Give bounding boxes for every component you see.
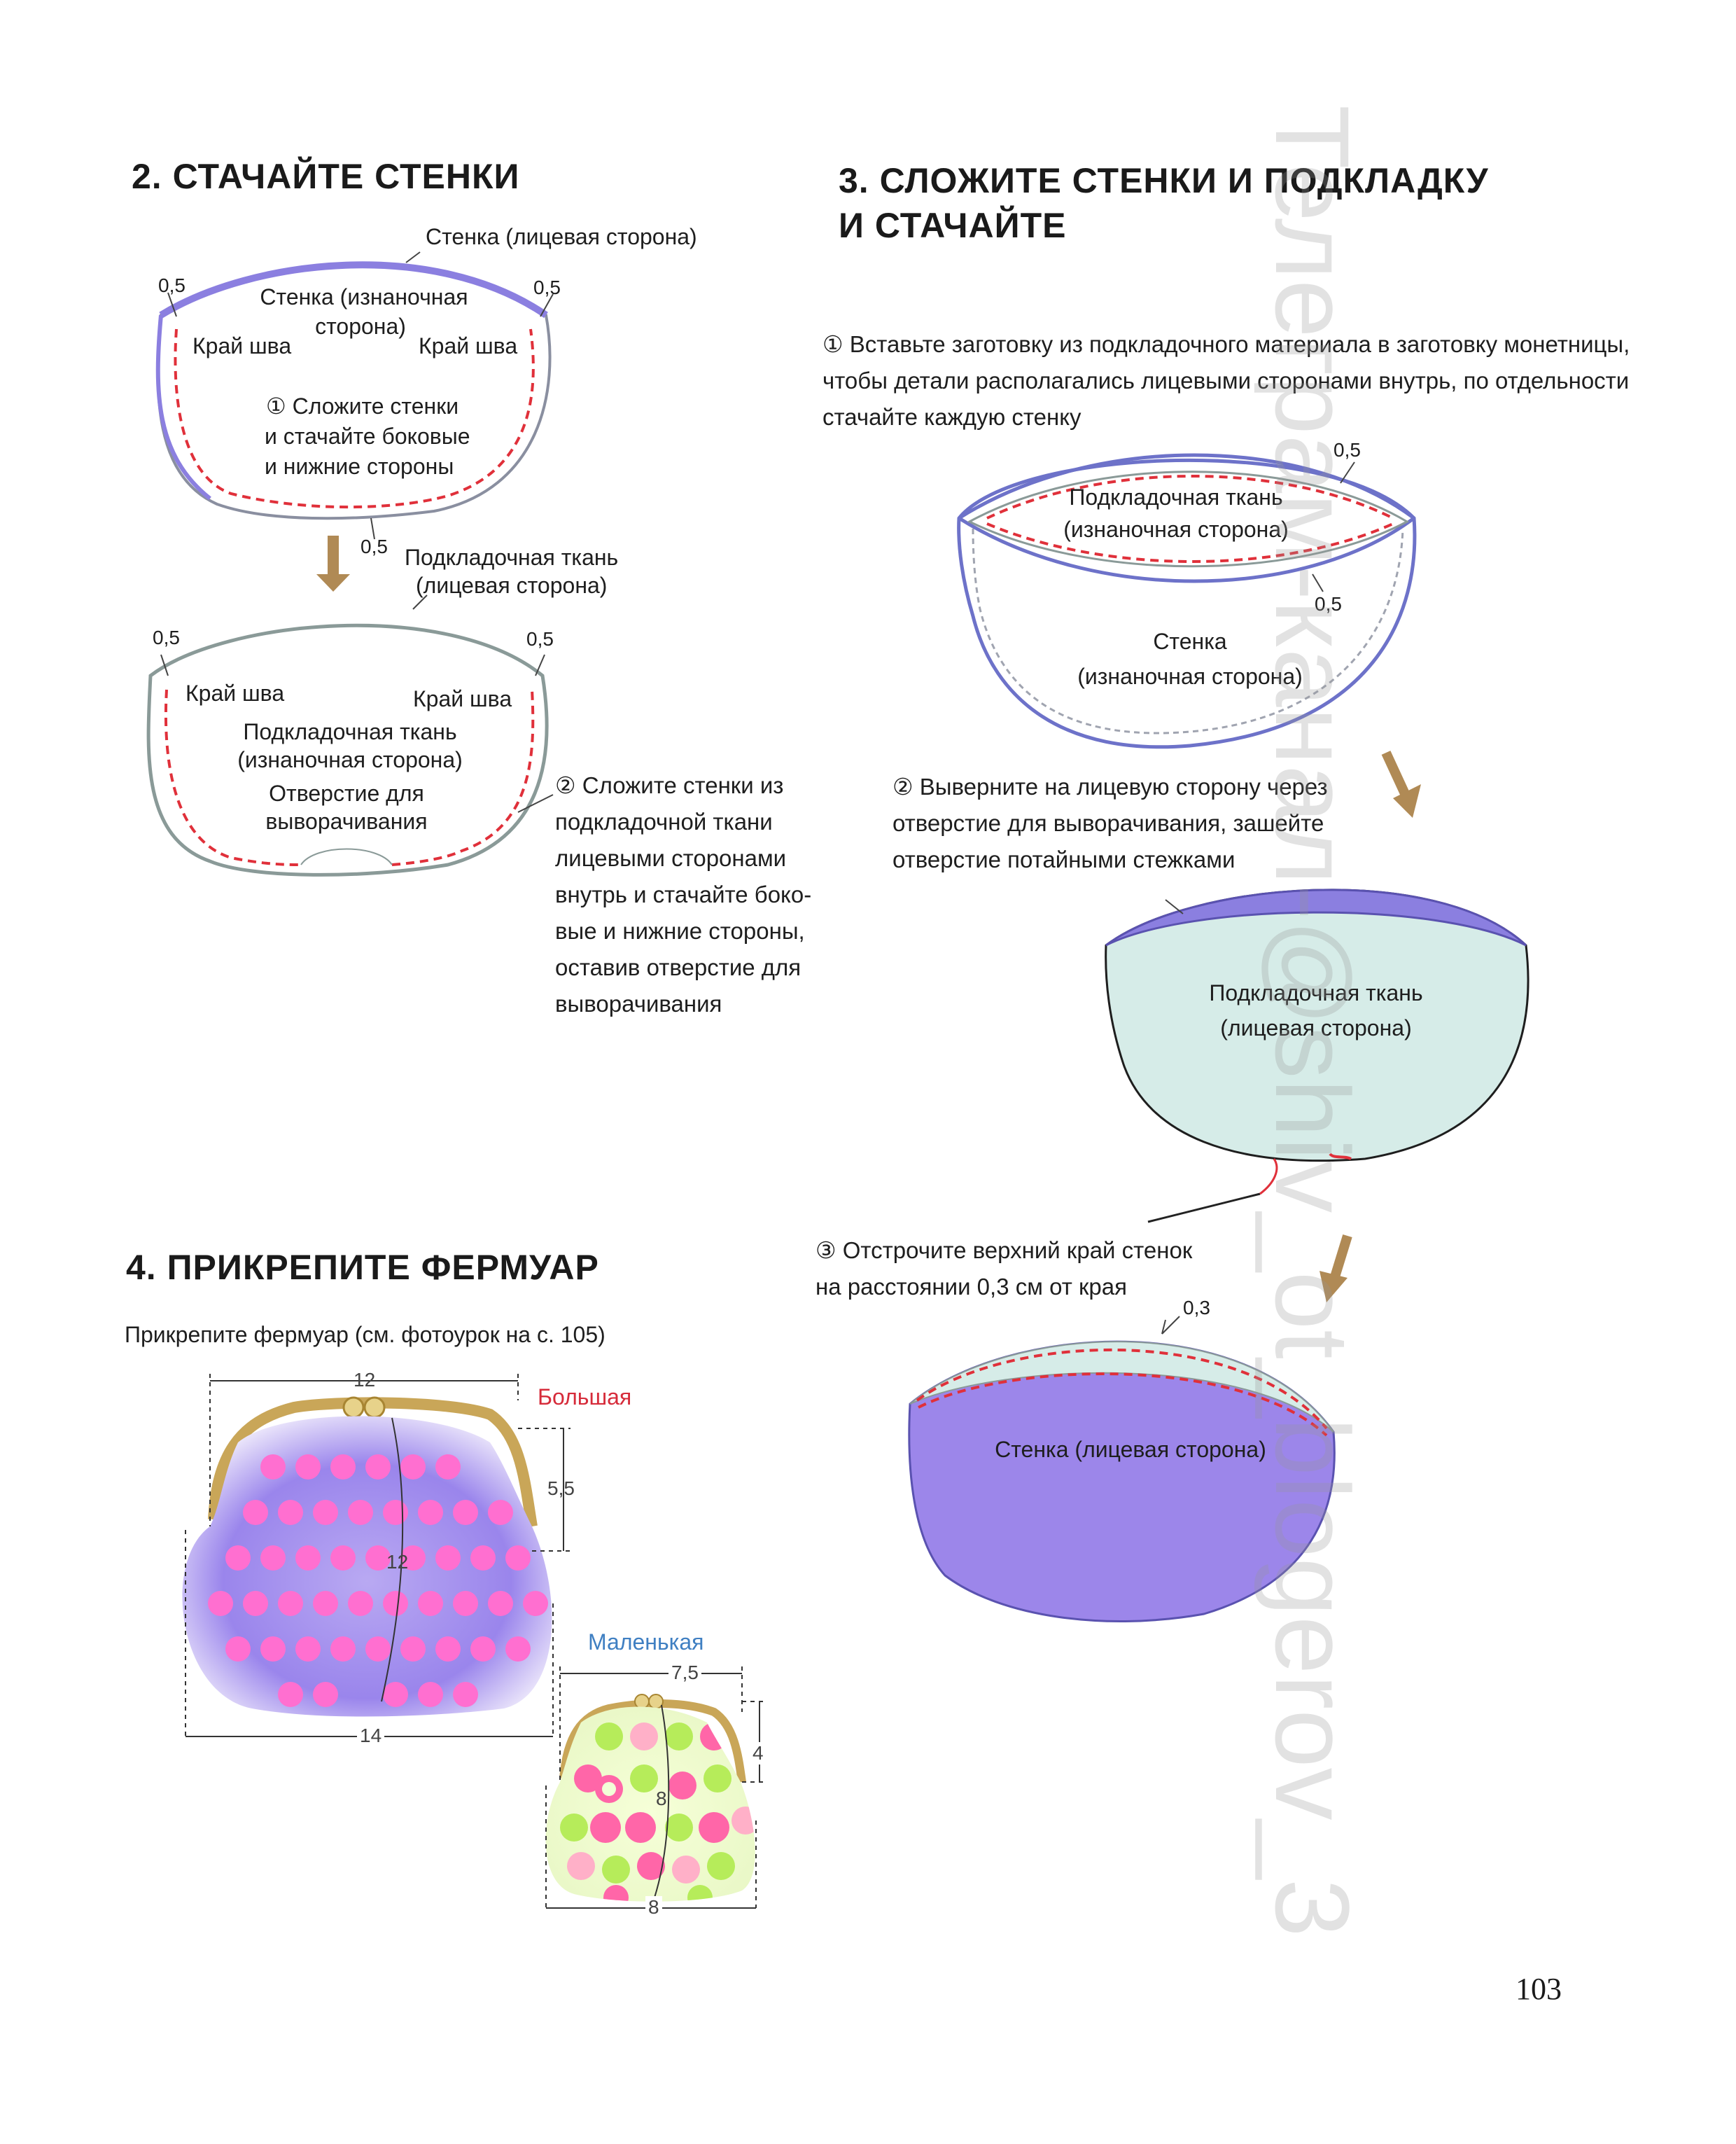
small-purse-height: 8 [656, 1788, 667, 1809]
lining-back-label-line2: (изнаночная сторона) [237, 747, 463, 772]
step2-instruction1-line3: и нижние стороны [265, 454, 454, 479]
page-number: 103 [1516, 1972, 1562, 2006]
step2-instruction1-line2: и стачайте боковые [265, 424, 470, 449]
seam-allowance-left: 0,5 [158, 274, 186, 296]
wall-left-purple-edge [155, 314, 211, 501]
seam-edge-right2: Край шва [413, 686, 512, 711]
turned-purple-top [1105, 889, 1527, 947]
seam-allowance-right: 0,5 [533, 277, 561, 298]
step3-wall-face-label: Стенка (лицевая сторона) [995, 1437, 1266, 1462]
seam-edge-right: Край шва [419, 333, 518, 359]
step2-wall-diagram [155, 251, 554, 540]
big-purse-frame-height: 5,5 [547, 1477, 575, 1499]
step3-instruction2-line2: отверстие для выворачивания, зашейте [892, 810, 1324, 836]
step3-heading-line2: И СТАЧАЙТЕ [839, 206, 1067, 245]
step3-arrow-2 [1320, 1234, 1352, 1302]
step2-instruction2-line2: подкладочной ткани [555, 809, 773, 835]
step3-arrow-1 [1381, 751, 1421, 818]
step2-instruction2-line3: лицевыми сторонами [555, 845, 787, 871]
step3-instruction1-line2: чтобы детали располагались лицевыми стор… [822, 368, 1630, 394]
step3-instruction3-line1: ③ Отстрочите верхний край стенок [816, 1237, 1193, 1263]
opening-label-line1: Отверстие для [269, 781, 424, 806]
step3-seam-allowance-mid: 0,5 [1315, 593, 1342, 615]
step3-lining-face-line1: Подкладочная ткань [1209, 980, 1423, 1005]
stitch-back [986, 475, 1394, 520]
big-purse-top-width: 12 [354, 1369, 376, 1391]
big-purse-label: Большая [538, 1384, 632, 1409]
seam-edge-left2: Край шва [186, 681, 285, 706]
small-purse-bottom-width: 8 [645, 1896, 662, 1919]
step3-lining-face-line2: (лицевая сторона) [1220, 1015, 1412, 1040]
wall-stitch-line [174, 328, 535, 509]
step3-topstitch-allowance: 0,3 [1183, 1297, 1210, 1318]
seam-allowance-right2: 0,5 [526, 628, 554, 650]
small-purse-center-line [654, 1704, 670, 1898]
small-purse [545, 1694, 755, 1902]
seam-edge-left: Край шва [192, 333, 292, 359]
step3-heading-line1: 3. СЛОЖИТЕ СТЕНКИ И ПОДКЛАДКУ [839, 161, 1489, 200]
topstitch-line-2 [918, 1372, 1328, 1437]
opening-label-line2: выворачивания [265, 809, 428, 834]
small-purse-top-width: 7,5 [668, 1662, 701, 1684]
step3-inserted-diagram [957, 453, 1417, 749]
step2-instruction2-line7: выворачивания [555, 991, 722, 1017]
small-purse-label: Маленькая [588, 1629, 704, 1655]
step3-instruction2-line3: отверстие потайными стежками [892, 847, 1236, 872]
big-purse-bottom-width: 14 [357, 1725, 385, 1747]
big-purse-height: 12 [386, 1551, 409, 1573]
step2-instruction1-line1: ① Сложите стенки [266, 394, 459, 419]
step3-wall-label-line1: Стенка [1153, 629, 1227, 654]
step3-seam-allowance-top: 0,5 [1334, 439, 1361, 461]
step2-lining-diagram [146, 594, 554, 877]
step4-subtitle: Прикрепите фермуар (см. фотоурок на с. 1… [125, 1322, 606, 1347]
stitch-front [986, 522, 1394, 563]
seam-allowance-left2: 0,5 [153, 627, 180, 648]
step2-heading: 2. СТАЧАЙТЕ СТЕНКИ [132, 157, 520, 196]
lining-face-label-line2: (лицевая сторона) [416, 573, 608, 598]
wall-face-label: Стенка (лицевая сторона) [426, 224, 697, 249]
big-purse-center-line [381, 1417, 404, 1702]
wall-top-purple-edge [159, 261, 548, 319]
step3-instruction1-line3: стачайте каждую стенку [822, 404, 1082, 430]
step3-instruction1-line1: ① Вставьте заготовку из подкладочного ма… [822, 331, 1630, 357]
back-flap [958, 453, 1415, 520]
step3-wall-label-line2: (изнаночная сторона) [1077, 664, 1303, 689]
step2-instruction2-line5: вые и нижние стороны, [555, 918, 805, 944]
step2-down-arrow [316, 536, 350, 592]
step3-topstitch-diagram [908, 1316, 1336, 1622]
step3-lining-back-line2: (изнаночная сторона) [1063, 517, 1289, 542]
lining-face-label-line1: Подкладочная ткань [405, 545, 619, 570]
wall-back-label-line1: Стенка (изнаночная [260, 284, 468, 309]
watermark: Телеграм-канал-@shiv_ot_blogerov_3 [1254, 105, 1371, 1937]
topstitch-line-1 [916, 1348, 1328, 1430]
step3-lining-back-line1: Подкладочная ткань [1069, 485, 1283, 510]
wall-back-label-line2: сторона) [315, 314, 406, 339]
lining-stitch-line [164, 689, 535, 866]
lining-inner [967, 471, 1410, 568]
step4-heading: 4. ПРИКРЕПИТЕ ФЕРМУАР [126, 1248, 599, 1287]
seam-allowance-bottom: 0,5 [360, 536, 388, 557]
lining-back-label-line1: Подкладочная ткань [243, 719, 457, 744]
step2-instruction2-line1: ② Сложите стенки из [555, 772, 784, 798]
step3-turned-diagram [1105, 889, 1530, 1223]
lining-outline [146, 623, 549, 877]
step2-instruction2-line4: внутрь и стачайте боко- [555, 882, 812, 907]
step3-instruction2-line1: ② Выверните на лицевую сторону через [892, 774, 1328, 800]
step2-instruction2-line6: оставив отверстие для [555, 954, 802, 980]
step3-instruction3-line2: на расстоянии 0,3 см от края [816, 1274, 1128, 1300]
small-purse-frame-height: 4 [752, 1742, 764, 1764]
big-purse [182, 1396, 552, 1717]
